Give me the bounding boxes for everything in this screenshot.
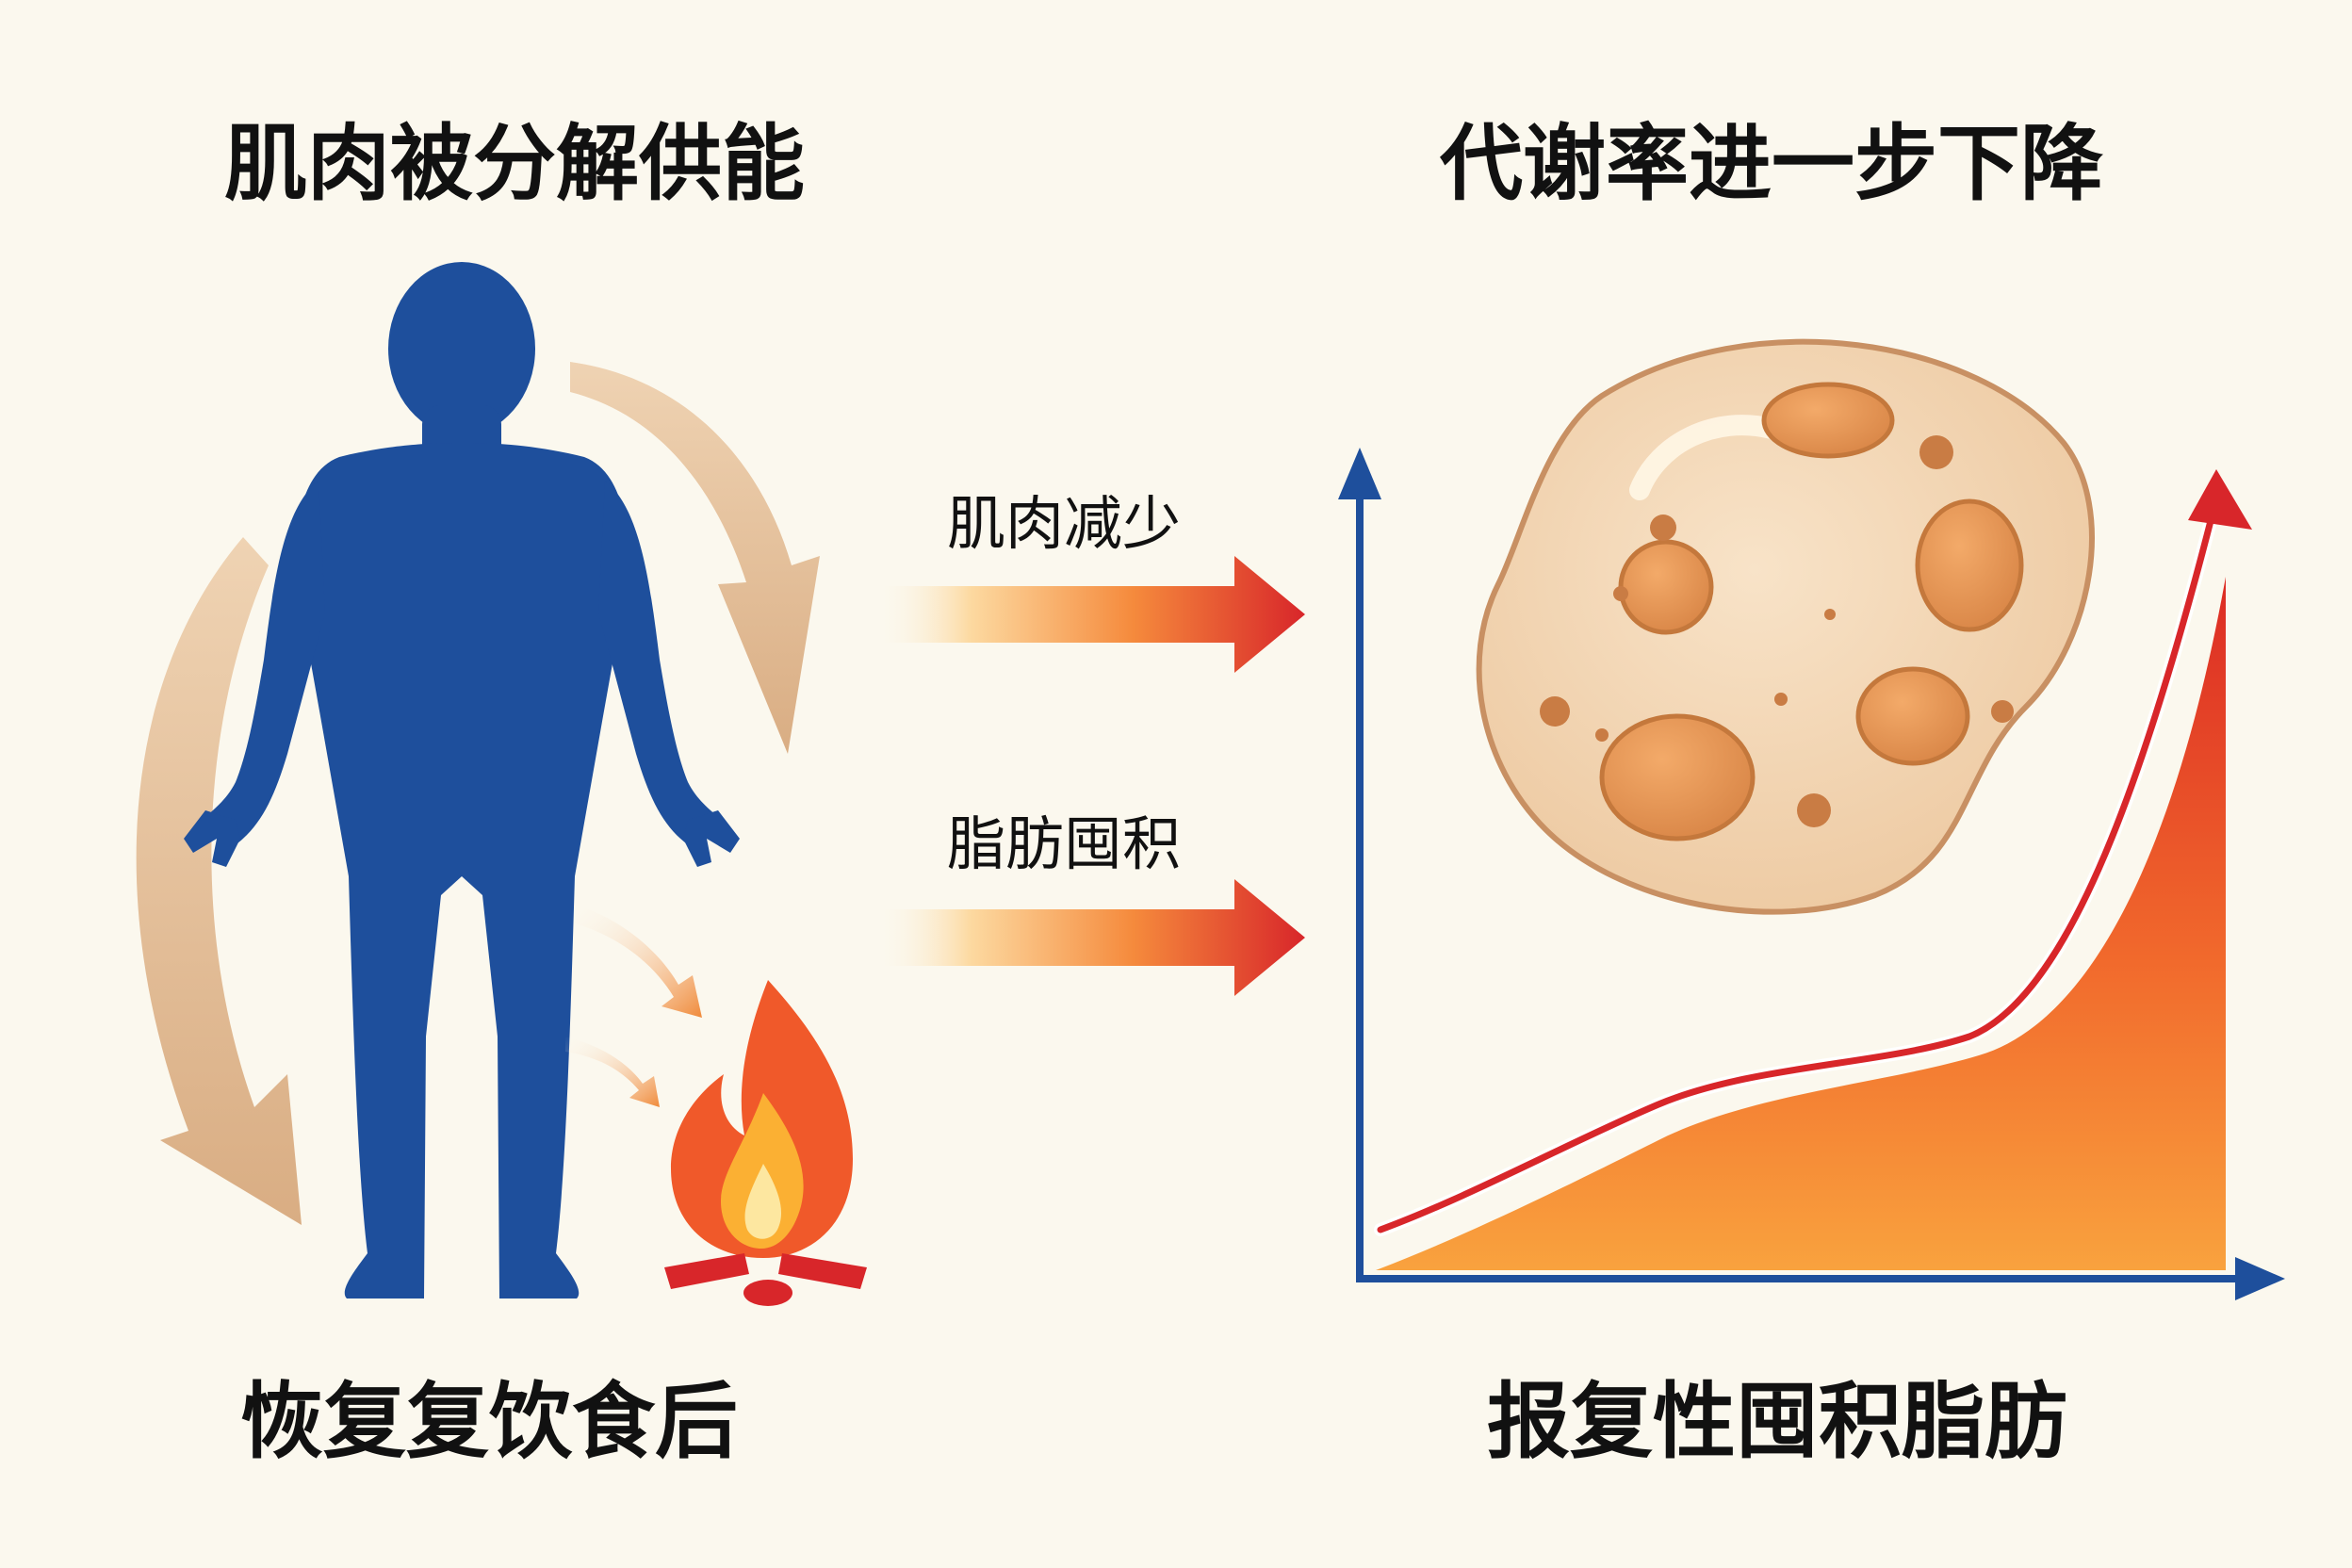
label-metabolism-drop: 代谢率进一步下降 [1440,115,2104,212]
human-silhouette-icon [184,262,740,1298]
label-rebound-fat: 报复性囤积脂肪 [1487,1373,2068,1470]
fat-cell-icon [1476,338,2095,915]
cycle-arrow-right [570,362,820,754]
arrow-fat-accumulate [876,879,1305,996]
arrow-muscle-loss [876,556,1305,673]
label-muscle-breakdown: 肌肉被分解供能 [224,115,806,212]
rising-curve-graph [1338,448,2285,1300]
label-resume-eating: 恢复复饮食后 [240,1373,739,1470]
label-muscle-loss: 肌肉减少 [947,489,1182,558]
label-fat-accumulate: 脂肪囤积 [947,809,1182,878]
cycle-arrow-left [136,537,302,1225]
heat-arrow-lower [565,1037,660,1107]
campfire-icon [664,980,867,1306]
heat-arrow-upper [575,905,702,1018]
